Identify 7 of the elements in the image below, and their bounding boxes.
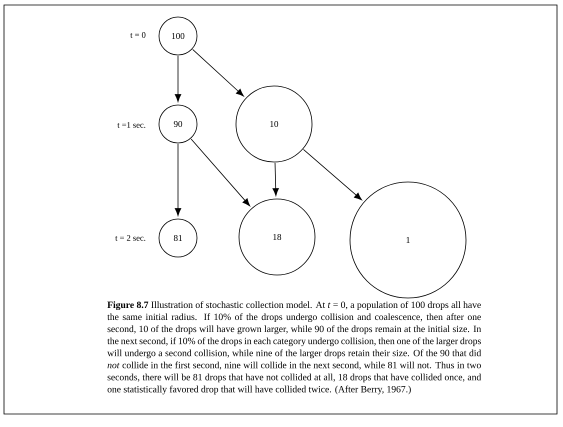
arrow [303, 149, 362, 200]
arrow [174, 144, 182, 216]
arrow [192, 49, 244, 96]
figure-caption: Figure 8.7 Illustration of stochastic collection model. At t = 0, a population of 100 drops all have the same initial radius. If 10% of the drops undergo collision and coalescence, then after one second, 10 of the drops will have grown larger, while 90 of the drops remain at the initial size. In the next second, if 10% of the drops in each category undergo collision, then one of the larger drops will undergo a second collision, while nine of the larger drops retain their size. Of the 90 that did not collide in the first second, nine will collide in the next second, while 81 will not. Thus in two seconds, there will be 81 drops that have not collided at all, 18 drops that have collided once, and one statistically favored drop that will have collided twice. (After Berry, 1967.) [107, 301, 482, 394]
arrow [190, 138, 250, 206]
arrow [272, 162, 279, 196]
arrow [174, 56, 182, 102]
